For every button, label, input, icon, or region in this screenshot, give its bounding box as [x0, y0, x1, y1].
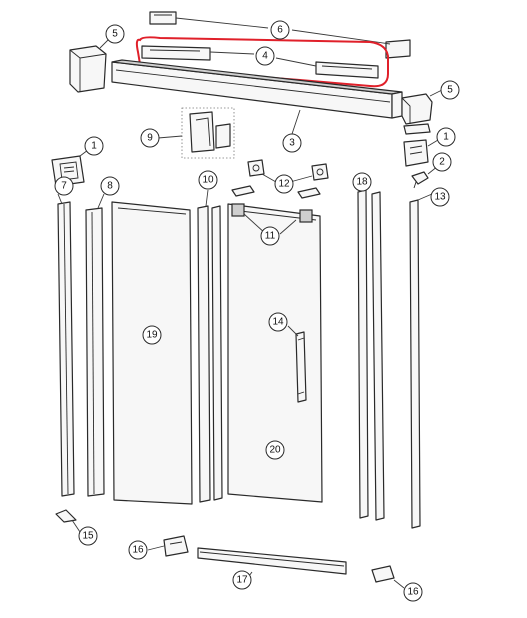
svg-text:3: 3	[289, 138, 295, 149]
svg-text:16: 16	[132, 545, 144, 556]
callout-5-right: 5	[440, 80, 460, 100]
part-17-threshold	[197, 547, 347, 581]
callout-3: 3	[282, 133, 302, 153]
callout-9: 9	[140, 128, 160, 148]
svg-text:2: 2	[439, 157, 445, 168]
part-20-sliding-glass	[227, 203, 323, 503]
callout-17: 17	[232, 570, 252, 590]
callout-1-left: 1	[84, 136, 104, 156]
highlight-ring	[135, 36, 389, 88]
part-9-bracket-set	[157, 107, 235, 159]
part-6-top-fittings	[149, 11, 411, 59]
callout-1-right: 1	[436, 127, 456, 147]
callout-11: 11	[260, 226, 280, 246]
part-19-fixed-glass	[111, 201, 193, 505]
svg-text:6: 6	[277, 25, 283, 36]
part-18-door-seal	[357, 184, 385, 521]
callout-6: 6	[270, 20, 290, 40]
svg-text:8: 8	[107, 181, 113, 192]
svg-text:15: 15	[82, 531, 94, 542]
callout-16: 16	[128, 540, 148, 560]
svg-text:5: 5	[447, 85, 453, 96]
part-5-right-end-block	[401, 89, 443, 135]
part-12-rollers	[231, 159, 329, 199]
callout-7: 7	[54, 176, 74, 196]
svg-text:17: 17	[236, 575, 248, 586]
svg-text:18: 18	[356, 177, 368, 188]
callout-8: 8	[100, 176, 120, 196]
callout-4: 4	[255, 46, 275, 66]
svg-text:1: 1	[443, 132, 449, 143]
callout-20: 20	[265, 440, 285, 460]
svg-text:13: 13	[434, 192, 446, 203]
svg-text:16: 16	[407, 587, 419, 598]
svg-text:12: 12	[278, 179, 290, 190]
part-3-top-track	[111, 59, 403, 135]
callout-19: 19	[142, 325, 162, 345]
svg-text:5: 5	[112, 29, 118, 40]
part-14-handle	[287, 325, 307, 403]
callout-16-right: 16	[403, 582, 423, 602]
svg-text:7: 7	[61, 181, 67, 192]
svg-text:9: 9	[147, 133, 153, 144]
svg-text:4: 4	[262, 51, 268, 62]
svg-text:1: 1	[91, 141, 97, 152]
callout-2: 2	[432, 152, 452, 172]
svg-text:11: 11	[265, 231, 276, 242]
svg-text:19: 19	[146, 330, 158, 341]
part-7-wall-profile	[57, 193, 75, 497]
part-13-right-profile	[409, 193, 433, 529]
part-1-right-pivot	[403, 139, 439, 167]
callout-15: 15	[78, 526, 98, 546]
part-16-bottom-guide	[147, 535, 189, 557]
callout-5-left: 5	[105, 24, 125, 44]
part-16-right-stopper	[371, 565, 405, 589]
part-4-rail-inserts	[141, 45, 379, 79]
part-2-clip	[411, 165, 439, 189]
callout-18: 18	[352, 172, 372, 192]
callout-10: 10	[198, 170, 218, 190]
part-8-seal-profile	[85, 193, 105, 497]
part-5-left-end-block	[69, 39, 109, 93]
svg-text:14: 14	[272, 317, 284, 328]
callout-13: 13	[430, 187, 450, 207]
part-15-bottom-bracket	[55, 509, 81, 533]
part-10-middle-profiles	[197, 189, 223, 503]
callout-14: 14	[268, 312, 288, 332]
svg-text:10: 10	[202, 175, 214, 186]
callout-12: 12	[274, 174, 294, 194]
svg-text:20: 20	[269, 445, 281, 456]
